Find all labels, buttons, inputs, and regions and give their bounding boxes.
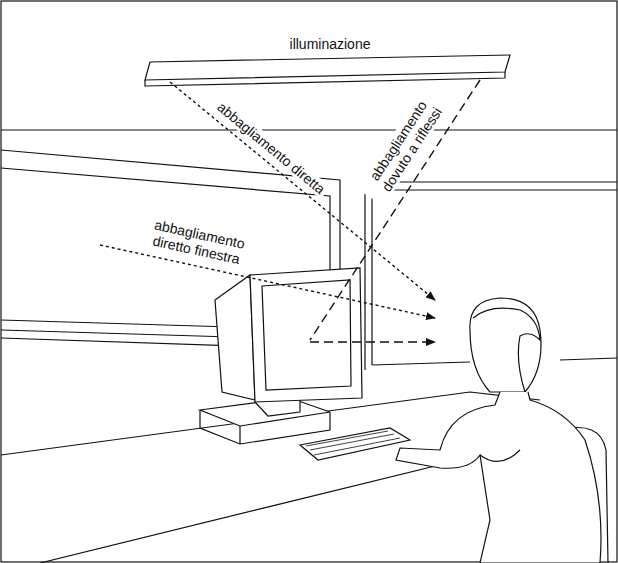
lamp-side — [145, 72, 505, 86]
glare-label: illuminazione — [287, 36, 374, 52]
lamp — [145, 55, 510, 80]
monitor-back — [215, 275, 255, 400]
monitor-base-side — [200, 410, 330, 444]
keyboard-keys — [306, 431, 400, 455]
keyboard — [300, 428, 410, 460]
glare-label: abbagliamento diretta — [212, 97, 330, 199]
person-hair — [473, 308, 540, 392]
window-glare-ray — [100, 245, 435, 318]
glare-label: abbagliamento diretto finestra — [133, 213, 263, 271]
reflected-ray-in — [310, 80, 480, 340]
wall-line — [1, 129, 617, 130]
direct-glare-ray — [170, 82, 435, 300]
monitor-bezel — [250, 268, 362, 402]
glare-label: abbagliamento dovuto a riflessi — [357, 84, 453, 207]
person-head — [470, 298, 541, 392]
monitor-stand — [255, 400, 300, 416]
person-arm — [480, 450, 520, 461]
reflected-ray-out — [310, 341, 435, 342]
person-body — [396, 392, 601, 563]
